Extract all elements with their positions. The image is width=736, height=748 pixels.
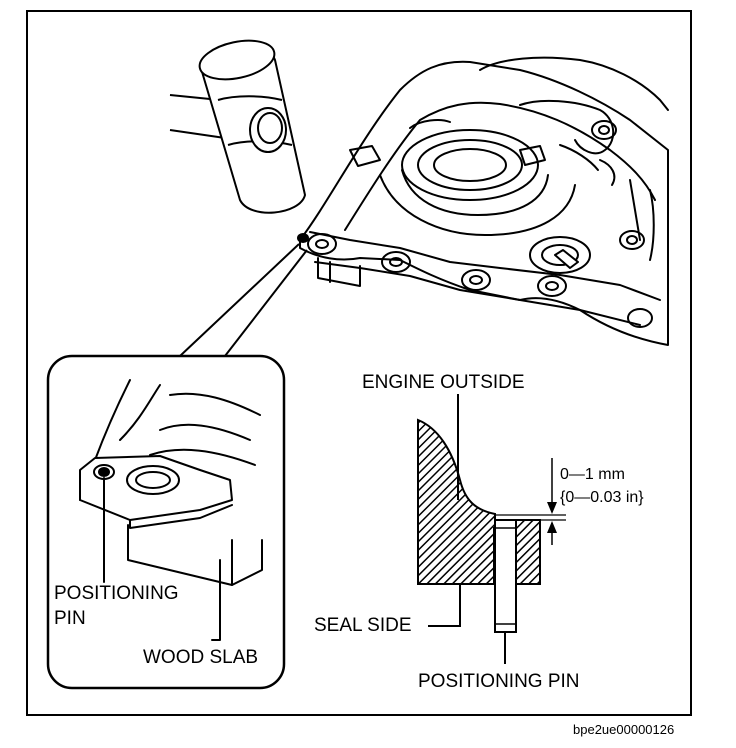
callout-lines (179, 243, 308, 357)
hammer-icon (169, 39, 306, 214)
gap-mm-label: 0—1 mm (560, 466, 625, 483)
zoom-detail (46, 354, 286, 690)
pin-section-diagram (417, 394, 566, 664)
seal-side-label: SEAL SIDE (314, 615, 412, 636)
wood-slab-label: WOOD SLAB (143, 647, 259, 668)
positioning-pin-label: POSITIONING PIN (418, 671, 580, 692)
figure-frame (26, 10, 692, 716)
positioning-pin-detail-label-line1: POSITIONING (54, 583, 179, 604)
engine-cover-drawing (297, 56, 669, 346)
gap-inch-label: {0—0.03 in} (560, 489, 644, 506)
engine-outside-label: ENGINE OUTSIDE (362, 372, 525, 393)
figure-code: bpe2ue00000126 (573, 722, 675, 737)
positioning-pin-detail-label-line2: PIN (54, 608, 86, 629)
